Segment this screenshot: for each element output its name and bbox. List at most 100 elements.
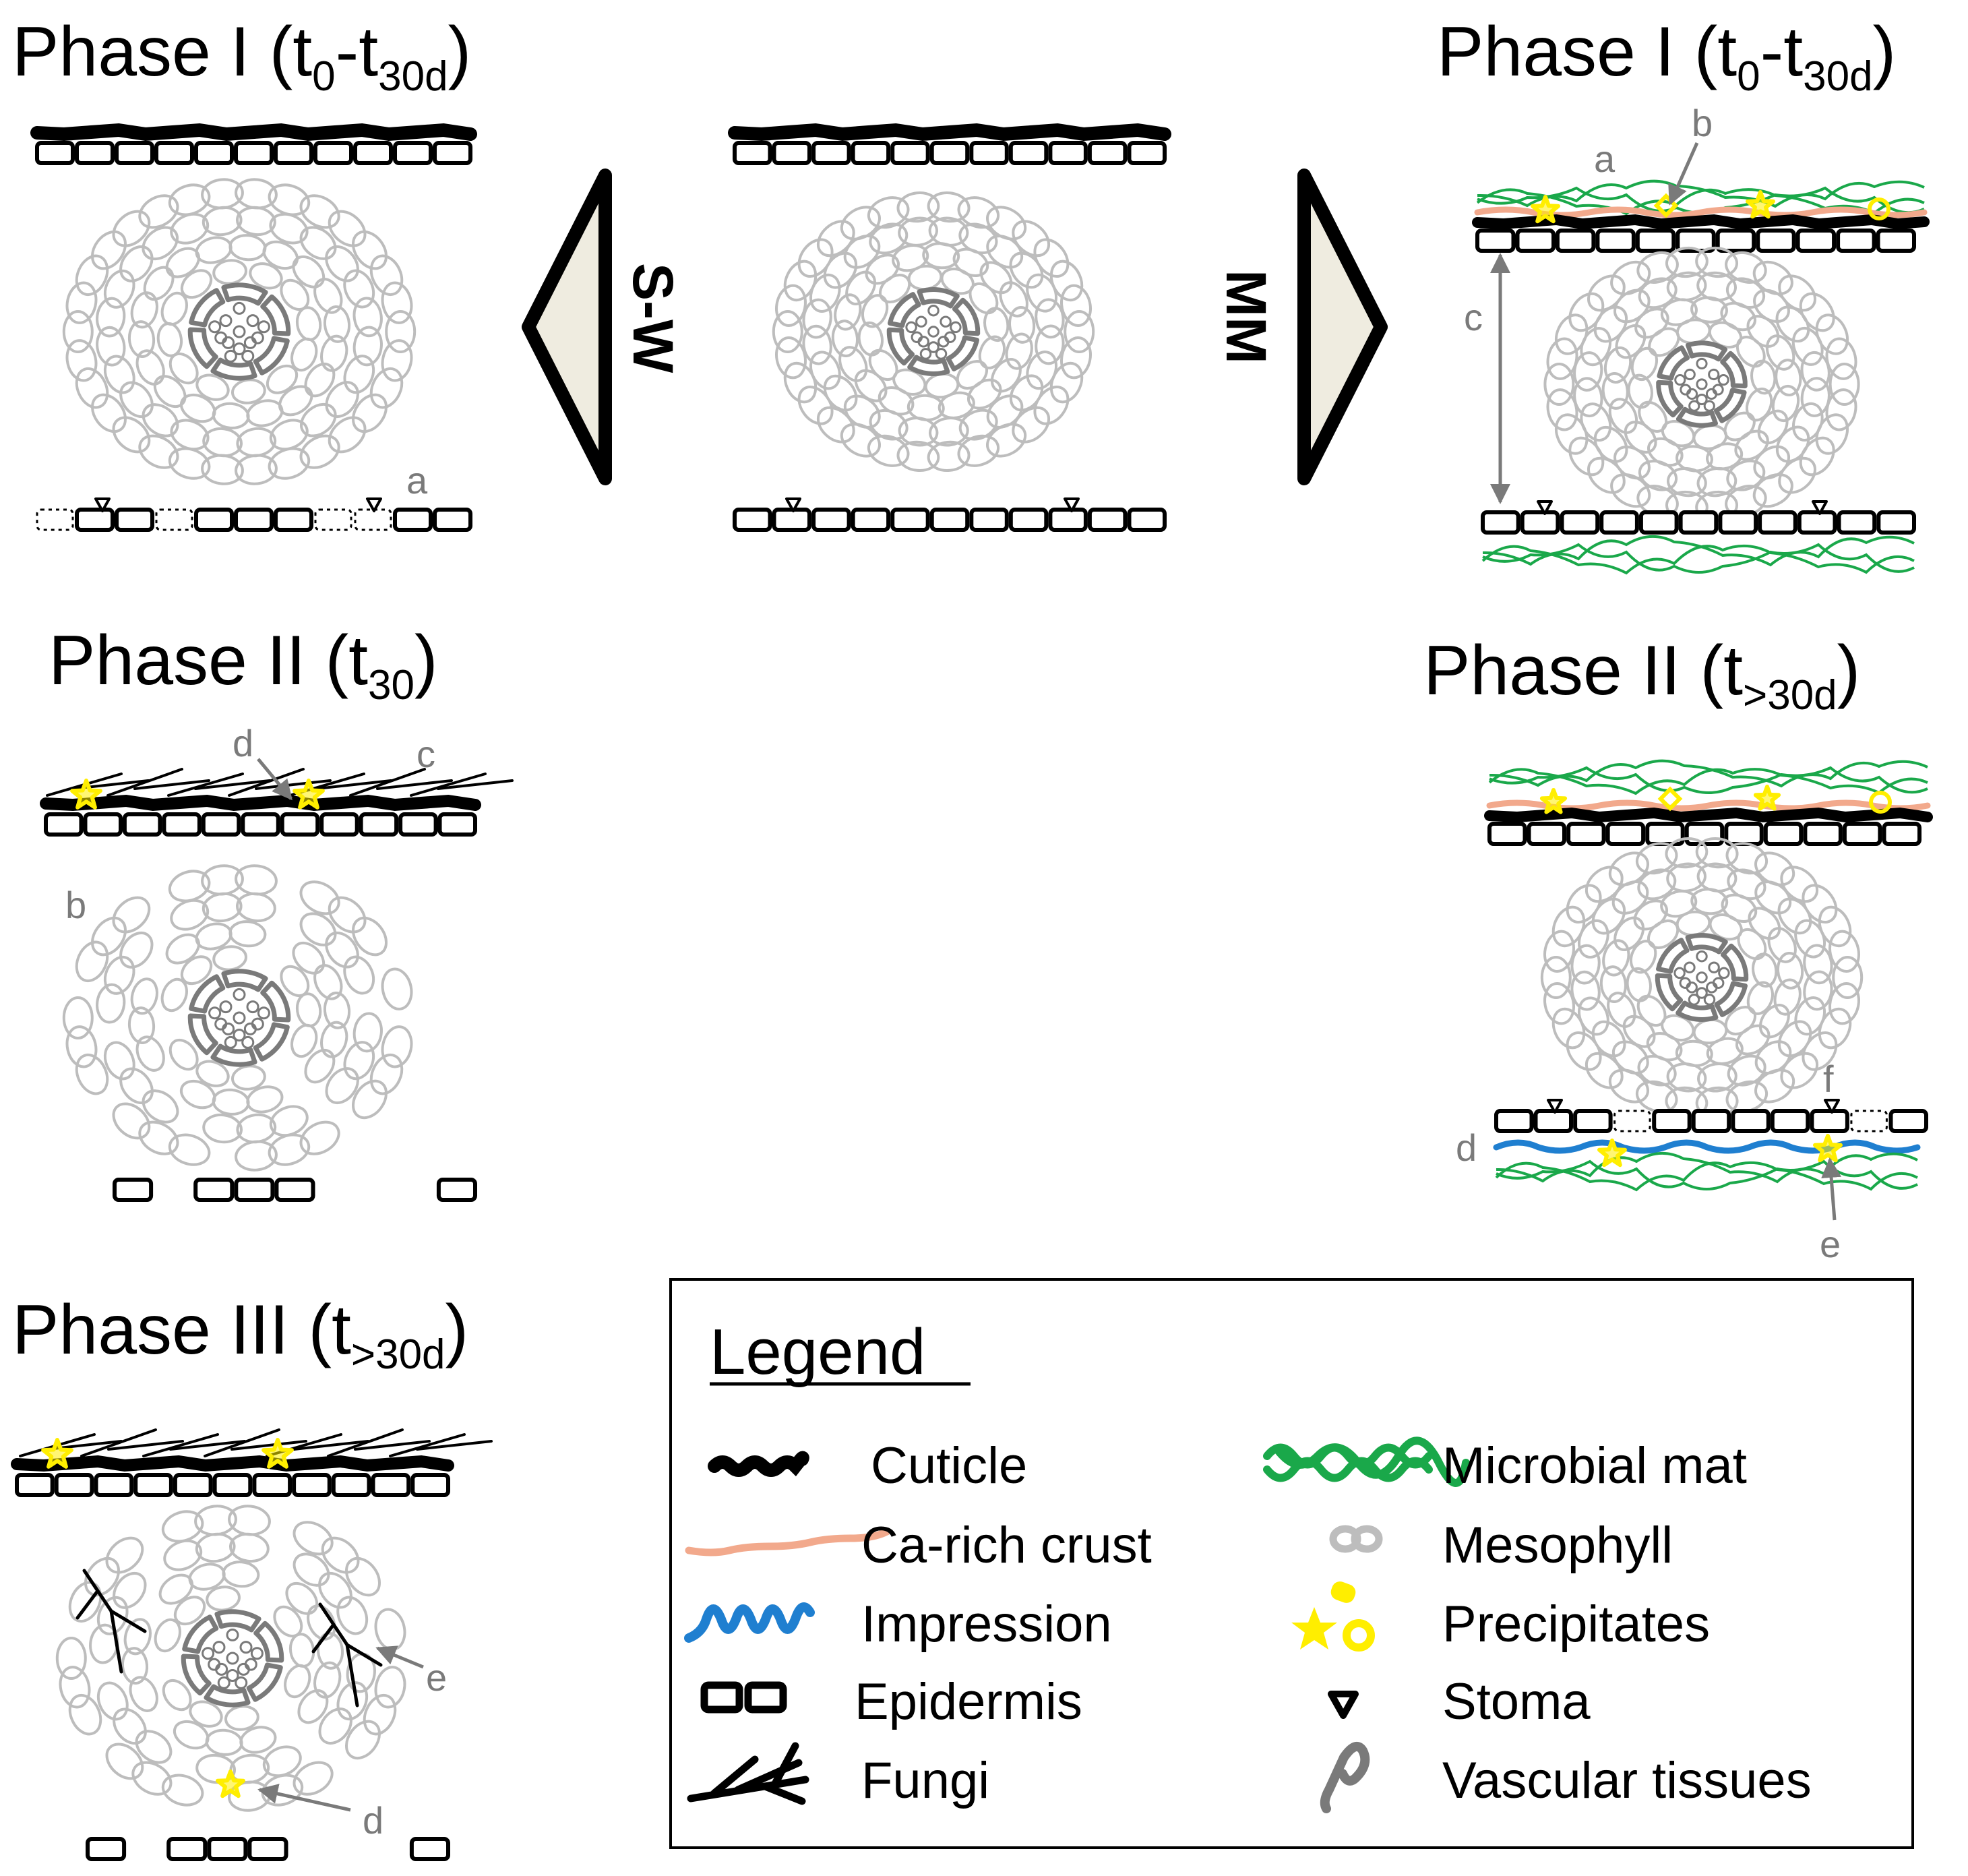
epidermis-cell [359, 812, 399, 837]
mesophyll-cell [1060, 336, 1092, 380]
vascular-bundle [1655, 933, 1749, 1022]
hypha [133, 779, 210, 790]
legend-label-cuticle: Cuticle [871, 1437, 1027, 1494]
mesophyll-cell [154, 1618, 181, 1653]
mesophyll-cell [236, 1113, 277, 1144]
vascular-sheath-cell [246, 1662, 283, 1702]
microbial-mat-strand [1495, 1161, 1918, 1192]
hypha [349, 768, 426, 797]
annotation-a: a [406, 459, 428, 502]
mesophyll-cell [113, 1707, 147, 1745]
mesophyll-cell [328, 416, 367, 454]
vascular-sheath-cell [1714, 981, 1748, 1017]
mesophyll-cell [352, 393, 388, 433]
epidermis-cell [194, 508, 234, 532]
mesophyll-cell [990, 358, 1022, 393]
epidermis-cell [1127, 508, 1167, 532]
epidermis-cell [241, 812, 280, 837]
hypha [315, 779, 392, 790]
mesophyll-cell [62, 996, 94, 1039]
vascular-sheath-cell [1657, 345, 1690, 381]
annotation-d: d [233, 722, 253, 764]
epidermis-cell [1573, 1109, 1613, 1133]
epidermis-cell [436, 1178, 478, 1202]
mesophyll-cell [1627, 373, 1653, 409]
vascular-sheath-cell [221, 969, 268, 992]
xylem-cell [246, 1000, 259, 1014]
mesophyll-cell [168, 1038, 199, 1071]
mesophyll-cell [1765, 334, 1795, 371]
mesophyll-cell [1580, 327, 1612, 367]
mesophyll-cell [142, 403, 179, 437]
epidermis-cell [1678, 510, 1719, 535]
legend-label-vascular: Vascular tissues [1442, 1752, 1812, 1809]
mesophyll-cell [1803, 944, 1833, 985]
xylem-cell [1688, 994, 1700, 1006]
vascular-sheath-cell [182, 1614, 219, 1654]
mesophyll-cell [160, 291, 188, 326]
epidermis-cell [274, 1178, 315, 1202]
xylem-cell [239, 1641, 253, 1654]
mesophyll-cell [1777, 951, 1804, 990]
title-sw-phase1: Phase I (t0-t30d) [12, 13, 471, 100]
mesophyll-cell [363, 1693, 397, 1736]
hypha [255, 779, 332, 790]
hypha [389, 1433, 466, 1457]
fungal-hyphae [46, 768, 514, 797]
hypha [204, 1428, 280, 1457]
epidermis-cell [1837, 510, 1877, 535]
xylem-cell [1673, 967, 1686, 979]
epidermis-cell [1635, 229, 1676, 253]
mesophyll-cell [1665, 837, 1709, 869]
microbial-mat-strand [1489, 766, 1928, 794]
xylem-cell [950, 321, 962, 334]
xylem-cell [1686, 981, 1698, 994]
precipitate-star-fill [1815, 1136, 1841, 1161]
xylem-cell [226, 1668, 239, 1682]
xylem-cell [212, 1641, 226, 1654]
epidermis-cell [1763, 822, 1804, 846]
mesophyll-cell [831, 320, 859, 358]
hypha [106, 768, 183, 797]
epidermis-cell [1724, 822, 1764, 846]
vascular-sheath-cell [946, 335, 979, 371]
xylem-cell [215, 1662, 228, 1676]
mesophyll-cell [1635, 1080, 1678, 1113]
vascular-bundle [181, 1609, 284, 1707]
mesophyll-cell [299, 880, 340, 915]
mesophyll-cell [65, 281, 98, 324]
mesophyll-cell [130, 291, 158, 329]
vascular-icon [1320, 1742, 1370, 1813]
mesophyll-cell [318, 1707, 352, 1745]
mesophyll-cell [968, 282, 999, 315]
mesophyll-cell [55, 1637, 87, 1680]
epidermis-cell [274, 508, 313, 532]
cuticle [11, 1455, 454, 1472]
mesophyll-cell [1608, 851, 1649, 886]
epidermis-cell [1087, 141, 1128, 165]
xylem-cell [1696, 393, 1708, 406]
xylem-cell [905, 321, 917, 334]
mesophyll-cell [130, 977, 158, 1015]
xylem-cell [927, 326, 940, 338]
xylem-cell [241, 1035, 255, 1049]
mesophyll-cell [96, 983, 126, 1024]
mesophyll-cell [816, 220, 855, 258]
epidermis-cell [234, 141, 274, 165]
mesophyll-icon [1329, 1525, 1383, 1553]
microbial-mat-strand [1496, 1151, 1918, 1184]
epidermis-cell [1048, 508, 1088, 532]
mesophyll-cell [1577, 996, 1609, 1036]
mesophyll-cell [838, 346, 868, 382]
mesophyll-cell [127, 1006, 156, 1045]
hypha [80, 1428, 157, 1457]
mesophyll-cell [1690, 888, 1729, 915]
mesophyll-cell [212, 1088, 250, 1116]
mesophyll-cell [924, 372, 960, 399]
microbial-mat-strand [1488, 768, 1928, 795]
mesophyll-cell [1828, 363, 1860, 406]
mesophyll-cell [163, 1539, 203, 1571]
mesophyll-cell [299, 226, 337, 260]
mesophyll-cell [91, 916, 127, 957]
mesophyll-cell [1570, 970, 1601, 1011]
